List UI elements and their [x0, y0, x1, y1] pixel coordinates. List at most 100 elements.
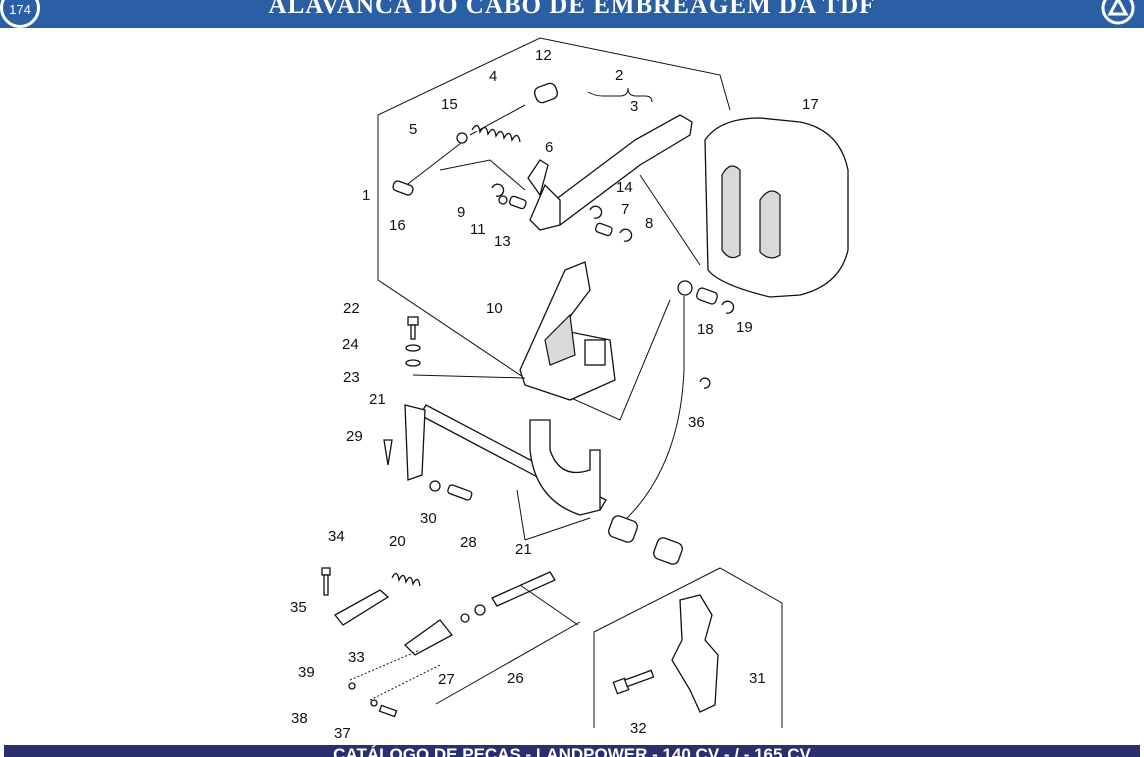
pin-7-icon [594, 222, 613, 237]
callout-11: 11 [470, 221, 486, 238]
brace-2-icon [587, 87, 653, 103]
callout-12: 12 [535, 47, 552, 64]
callout-33: 33 [348, 649, 365, 666]
brand-logo-icon [1101, 0, 1135, 25]
callout-13: 13 [494, 233, 511, 250]
callout-36: 36 [688, 414, 705, 431]
callout-6: 6 [545, 139, 553, 156]
page-title: ALAVANCA DO CABO DE EMBREAGEM DA TDF [268, 0, 876, 19]
shift-fork-icon [529, 419, 601, 516]
callout-23: 23 [343, 369, 360, 386]
callout-26: 26 [507, 670, 524, 687]
clip-36-icon [699, 377, 711, 389]
callout-4: 4 [489, 68, 497, 85]
callout-39: 39 [298, 664, 315, 681]
callout-2: 2 [615, 67, 623, 84]
callout-16: 16 [389, 217, 406, 234]
callout-31: 31 [749, 670, 766, 687]
bolt-22-head-icon [407, 316, 419, 326]
nut-26b-icon [460, 613, 470, 623]
nut-26-icon [474, 604, 486, 616]
pin-37-icon [378, 704, 398, 718]
pin-29-icon [383, 439, 393, 466]
clip-8-icon [619, 228, 633, 242]
clip-14-icon [589, 205, 603, 219]
page-number-badge: 174 [0, 0, 40, 28]
bushing-icon [608, 515, 638, 543]
callout-38: 38 [291, 710, 308, 727]
callout-21-bottom: 21 [515, 541, 532, 558]
bolt-34-head-icon [321, 567, 331, 576]
cover-slot-icon [721, 165, 741, 259]
bracket-shade-icon [544, 313, 576, 366]
callout-21-top: 21 [369, 391, 386, 408]
cable-icon [619, 369, 685, 526]
callout-5: 5 [409, 121, 417, 138]
cable-eye-icon [677, 280, 693, 296]
footer-bar [4, 745, 1140, 757]
pin-16-icon [392, 180, 414, 196]
callout-9: 9 [457, 204, 465, 221]
callout-7: 7 [621, 201, 629, 218]
cable-end-icon [491, 571, 556, 607]
washer-23-icon [405, 359, 421, 367]
bolt-22-icon [410, 324, 416, 340]
leader-line [377, 37, 731, 116]
lever-handle-3-icon [533, 114, 693, 226]
clevis-27-icon [403, 619, 453, 656]
leader-line [377, 115, 671, 421]
washer-15-icon [456, 132, 468, 144]
bushing-icon [653, 537, 683, 565]
washer-24-icon [405, 344, 421, 352]
callout-17: 17 [802, 96, 819, 113]
washer-30-icon [429, 480, 441, 492]
callout-24: 24 [342, 336, 359, 353]
clip-19-icon [721, 300, 735, 314]
leader-line [439, 159, 526, 191]
callout-10: 10 [486, 300, 503, 317]
leader-line [639, 174, 701, 266]
clip-9-icon [491, 183, 505, 197]
lever-body-2-icon [529, 183, 561, 231]
rod-5-icon [399, 139, 466, 191]
washer-38-icon [370, 699, 378, 707]
callout-labels: 1 2 3 4 5 6 7 8 9 10 11 12 13 14 15 16 1… [290, 47, 819, 742]
callout-30: 30 [420, 510, 437, 527]
bolt-32-icon [623, 669, 655, 688]
callout-8: 8 [645, 215, 653, 232]
leader-line [435, 584, 581, 705]
callout-22: 22 [343, 300, 360, 317]
callout-35: 35 [290, 599, 307, 616]
washer-39-icon [348, 682, 356, 690]
bracket-6-icon [527, 159, 549, 197]
page-number: 174 [9, 2, 31, 17]
leader-line [412, 374, 526, 379]
footer-clip: CATÁLOGO DE PEÇAS - LANDPOWER - 140 CV -… [0, 745, 1144, 757]
arm-21-icon [404, 404, 426, 481]
callout-27: 27 [438, 671, 455, 688]
callout-34: 34 [328, 528, 345, 545]
bracket-tab-icon [584, 339, 606, 366]
callout-28: 28 [460, 534, 477, 551]
callout-15: 15 [441, 96, 458, 113]
plate-33-icon [334, 589, 390, 626]
callout-3: 3 [630, 98, 638, 115]
callout-37: 37 [334, 725, 351, 742]
callout-29: 29 [346, 428, 363, 445]
callout-19: 19 [736, 319, 753, 336]
cover-slot-icon [759, 190, 781, 259]
bolt-34-icon [323, 574, 329, 596]
callout-18: 18 [697, 321, 714, 338]
washer-11-icon [498, 195, 508, 205]
spring-20-icon [391, 572, 421, 587]
footer-text: CATÁLOGO DE PEÇAS - LANDPOWER - 140 CV -… [333, 745, 811, 757]
callout-20: 20 [389, 533, 406, 550]
spring-4-coil-icon [471, 124, 521, 143]
callout-14: 14 [616, 179, 633, 196]
pin-18-icon [696, 287, 718, 305]
pin-13-icon [508, 195, 527, 210]
bolt-28-icon [447, 484, 473, 501]
callout-1: 1 [362, 187, 370, 204]
leader-line [349, 649, 441, 701]
